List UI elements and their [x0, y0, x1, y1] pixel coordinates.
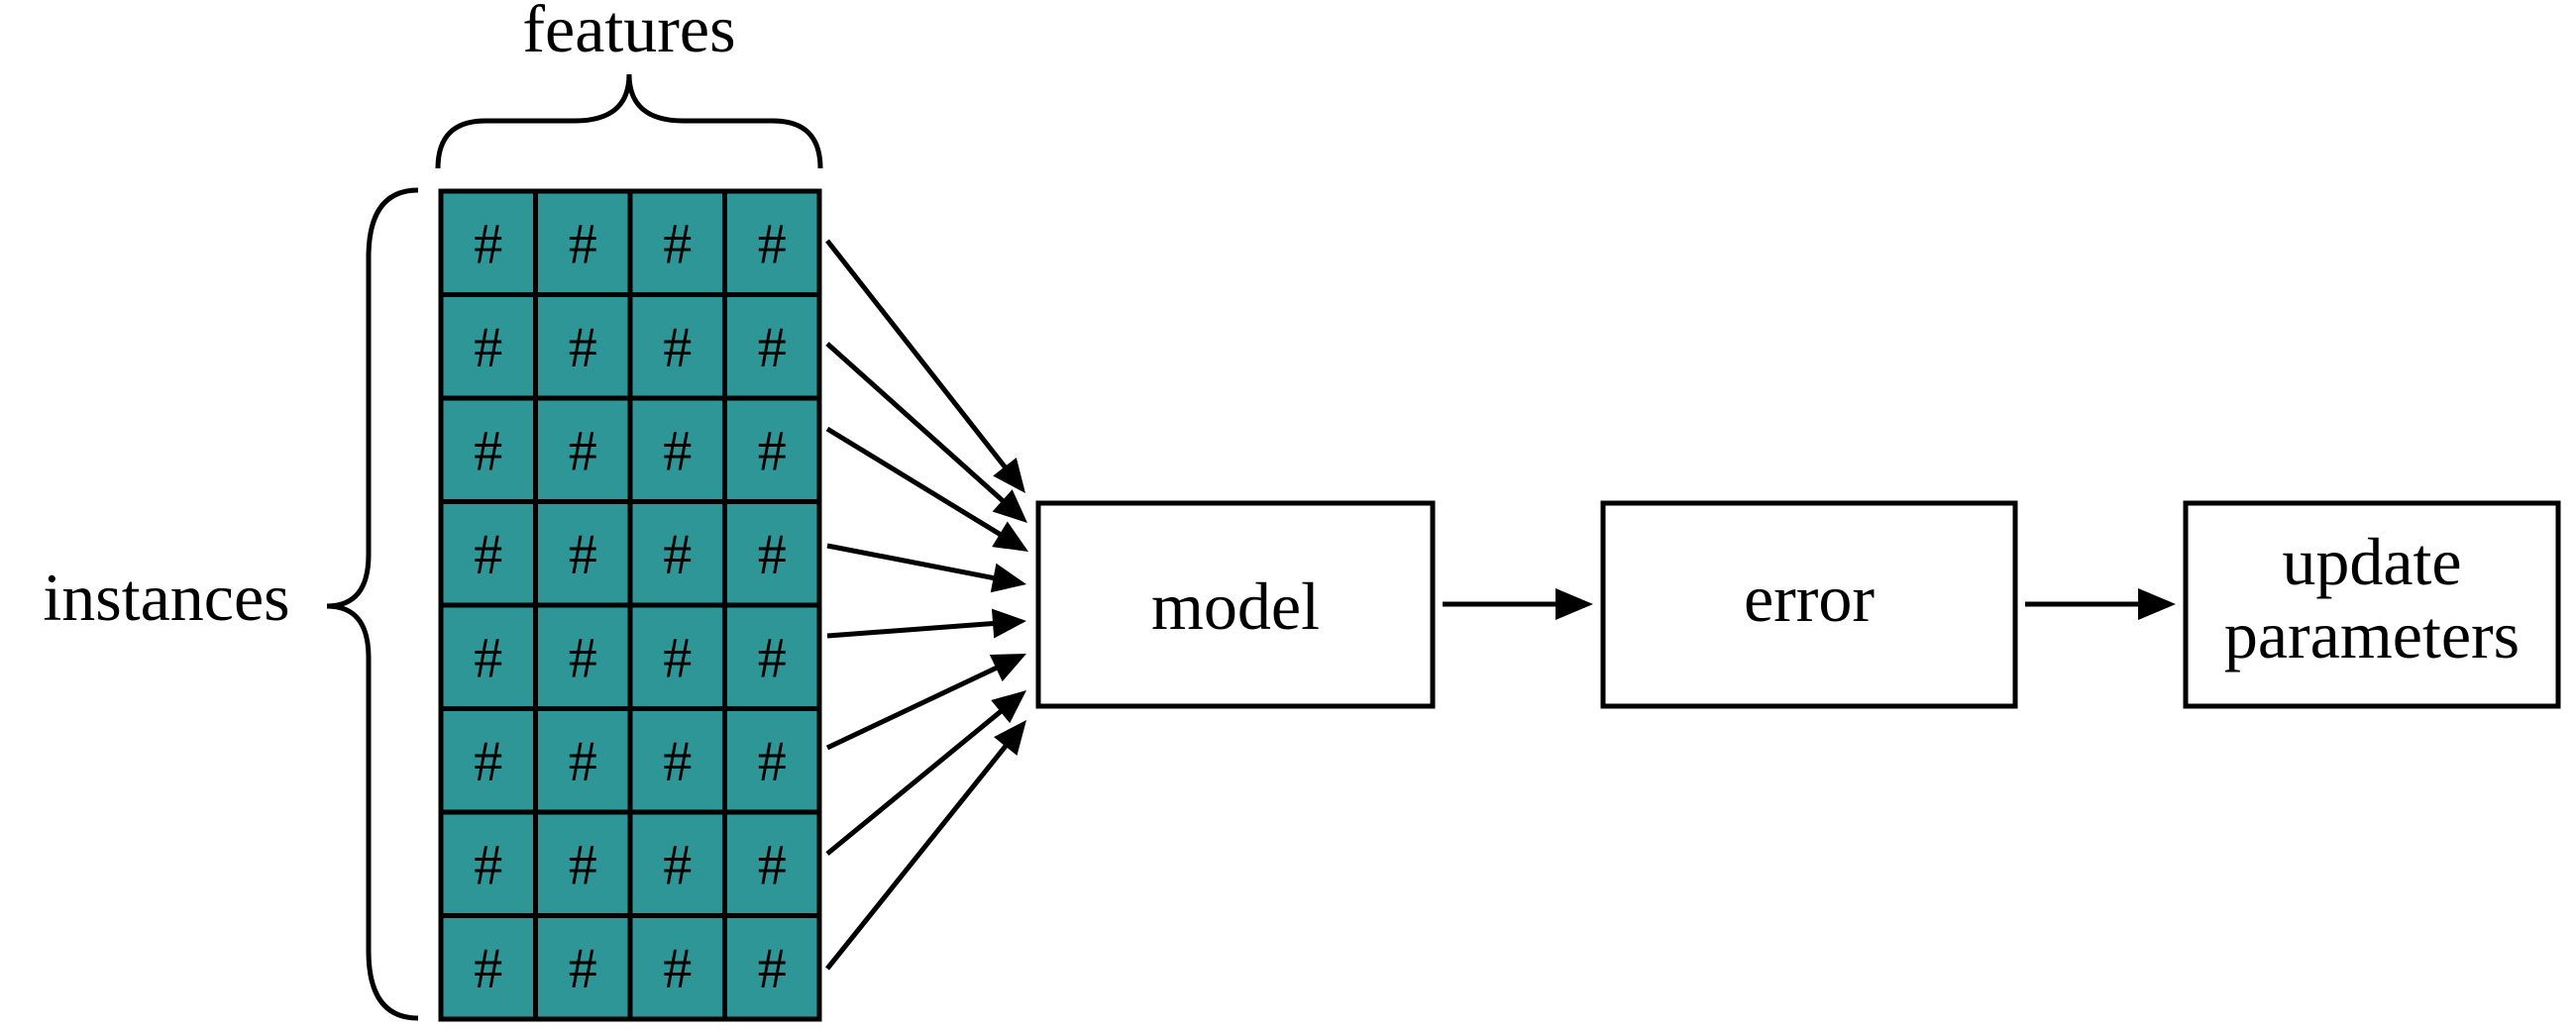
input-arrow-line [825, 239, 1009, 470]
matrix-cell-symbol: # [663, 936, 692, 1000]
matrix-cell [627, 913, 727, 1022]
features-brace [435, 73, 823, 169]
matrix-cell-symbol: # [758, 211, 787, 275]
update-parameters-box [2183, 500, 2561, 709]
input-arrow-line [826, 620, 996, 639]
matrix-cell-symbol: # [663, 315, 692, 379]
matrix-cell-symbol: # [758, 832, 787, 896]
matrix-cell-symbol: # [569, 418, 597, 482]
matrix-cell-symbol: # [474, 315, 502, 379]
model-box [1035, 500, 1436, 709]
input-arrow-line [825, 426, 1003, 538]
matrix-cell-symbol: # [758, 625, 787, 689]
input-arrow-head [992, 489, 1027, 523]
matrix-cell-symbol: # [569, 522, 597, 586]
matrix-cell [438, 913, 538, 1022]
matrix-cell-symbol: # [569, 832, 597, 896]
matrix-cell-symbol: # [758, 936, 787, 1000]
input-arrow-head [993, 457, 1025, 493]
input-arrows [825, 239, 1028, 971]
matrix-cell-symbol: # [569, 625, 597, 689]
input-arrow-head [994, 720, 1026, 756]
input-arrow-line [825, 342, 1006, 504]
matrix-cell-symbol: # [474, 729, 502, 793]
arrowhead-error-to-update [2138, 588, 2176, 620]
matrix-cell-symbol: # [569, 936, 597, 1000]
matrix-cell [627, 706, 727, 815]
update-label-line1: update [2282, 524, 2461, 599]
matrix-cell-symbol: # [663, 522, 692, 586]
matrix-cell-symbol: # [569, 729, 597, 793]
matrix-cell-symbol: # [663, 625, 692, 689]
matrix-cell-symbol: # [758, 315, 787, 379]
matrix-cell-symbol: # [569, 211, 597, 275]
data-matrix: # # # # # # # # # # # # # # # # # # # # # # # # # # # # # # # # [438, 188, 822, 1022]
error-box [1600, 500, 2018, 709]
matrix-cell-symbol: # [663, 418, 692, 482]
matrix-cell-symbol: # [474, 418, 502, 482]
matrix-cell [533, 395, 633, 504]
matrix-cell [722, 292, 822, 401]
instances-brace [326, 187, 419, 1021]
matrix-cell-symbol: # [474, 211, 502, 275]
matrix-cell-symbol: # [569, 315, 597, 379]
matrix-cell-symbol: # [474, 522, 502, 586]
matrix-cell [627, 602, 727, 711]
model-label: model [1151, 568, 1320, 644]
input-arrow-line [825, 665, 1000, 751]
matrix-cell-symbol: # [758, 418, 787, 482]
update-label-line2: parameters [2224, 597, 2520, 672]
input-arrow-head [991, 608, 1026, 639]
input-arrow-line [825, 708, 1004, 856]
input-arrow-line [825, 743, 1009, 971]
matrix-cell [627, 809, 727, 918]
matrix-cell-symbol: # [758, 729, 787, 793]
input-arrow-head [989, 654, 1026, 682]
matrix-cell-symbol: # [474, 625, 502, 689]
matrix-cell-symbol: # [663, 729, 692, 793]
matrix-cell-symbol: # [474, 832, 502, 896]
input-arrow-line [826, 543, 997, 581]
matrix-cell [722, 706, 822, 815]
matrix-cell [722, 602, 822, 711]
matrix-cell-symbol: # [758, 522, 787, 586]
input-arrow-head [990, 563, 1026, 593]
instances-label: instances [43, 560, 289, 635]
arrowhead-model-to-error [1556, 588, 1593, 620]
matrix-cell [722, 499, 822, 608]
matrix-cell [438, 602, 538, 711]
matrix-cell [722, 913, 822, 1022]
matrix-cell [722, 188, 822, 297]
input-arrow-head [992, 521, 1028, 552]
input-arrow-head [991, 690, 1026, 724]
matrix-cell-symbol: # [474, 936, 502, 1000]
matrix-cell-symbol: # [663, 832, 692, 896]
features-label: features [522, 0, 735, 66]
matrix-cell-symbol: # [663, 211, 692, 275]
error-label: error [1744, 561, 1875, 636]
